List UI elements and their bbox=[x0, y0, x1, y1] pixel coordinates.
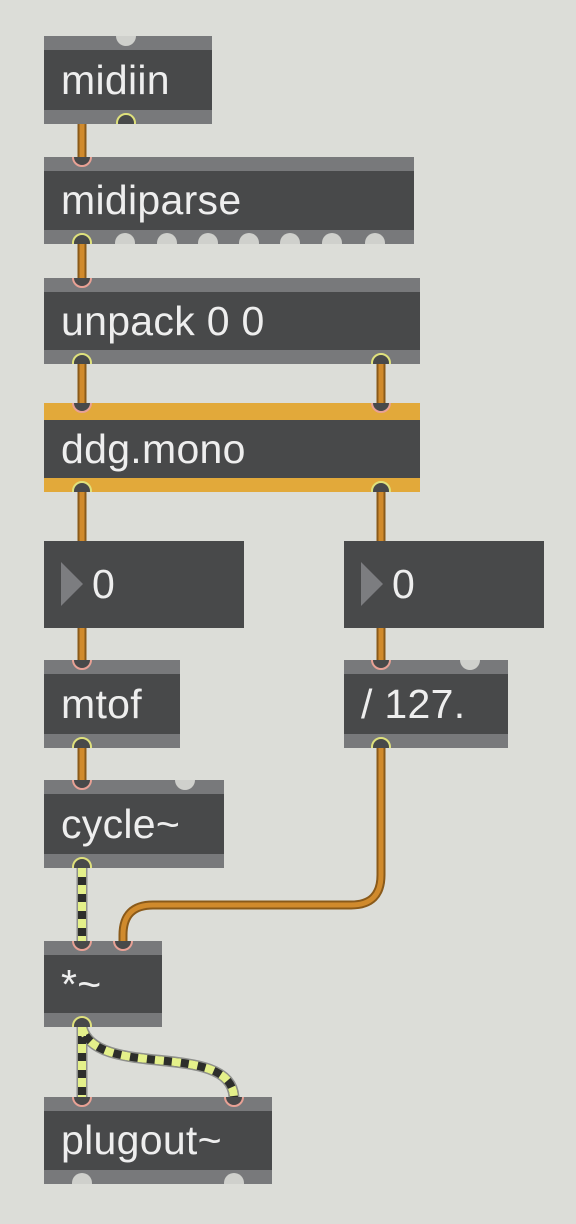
object-bottom-bar bbox=[344, 734, 508, 748]
outlet-icon[interactable] bbox=[370, 353, 392, 364]
object-top-bar bbox=[44, 157, 414, 171]
outlet-icon[interactable] bbox=[71, 1173, 93, 1184]
outlet-icon[interactable] bbox=[364, 233, 386, 244]
outlet-icon[interactable] bbox=[156, 233, 178, 244]
object-bottom-bar bbox=[44, 350, 420, 364]
outlet-icon[interactable] bbox=[370, 481, 392, 492]
outlet-icon[interactable] bbox=[71, 233, 93, 244]
outlet-icon[interactable] bbox=[197, 233, 219, 244]
object-label: *~ bbox=[61, 960, 102, 1007]
inlet-icon[interactable] bbox=[223, 1097, 245, 1108]
inlet-icon[interactable] bbox=[71, 780, 93, 791]
object-label: mtof bbox=[61, 680, 142, 727]
object-top-bar bbox=[44, 278, 420, 292]
outlet-icon[interactable] bbox=[71, 737, 93, 748]
outlet-icon[interactable] bbox=[321, 233, 343, 244]
outlet-icon[interactable] bbox=[223, 1173, 245, 1184]
plugout-object[interactable]: plugout~ bbox=[44, 1097, 272, 1184]
message-cords-fill bbox=[79, 121, 384, 944]
inlet-icon[interactable] bbox=[71, 403, 93, 414]
outlet-icon[interactable] bbox=[71, 481, 93, 492]
outlet-icon[interactable] bbox=[238, 233, 260, 244]
outlet-icon[interactable] bbox=[370, 737, 392, 748]
outlet-icon[interactable] bbox=[71, 1016, 93, 1027]
object-bottom-bar bbox=[44, 1013, 162, 1027]
inlet-icon[interactable] bbox=[112, 941, 134, 952]
object-label: midiin bbox=[61, 56, 170, 103]
midiin-object[interactable]: midiin bbox=[44, 36, 212, 124]
object-label: midiparse bbox=[61, 177, 242, 223]
object-top-bar bbox=[44, 660, 180, 674]
inlet-icon[interactable] bbox=[71, 1097, 93, 1108]
object-label: cycle~ bbox=[61, 800, 181, 847]
multiply-object[interactable]: *~ bbox=[44, 941, 162, 1027]
object-label: ddg.mono bbox=[61, 425, 246, 472]
number-box-left[interactable]: 0 bbox=[44, 541, 244, 628]
outlet-icon[interactable] bbox=[71, 857, 93, 868]
inlet-icon[interactable] bbox=[71, 278, 93, 289]
object-bottom-bar bbox=[44, 1170, 272, 1184]
object-top-bar bbox=[44, 941, 162, 955]
ddg-mono-object[interactable]: ddg.mono bbox=[44, 403, 420, 492]
object-top-bar bbox=[44, 1097, 272, 1111]
unpack-object[interactable]: unpack 0 0 bbox=[44, 278, 420, 364]
number-triangle-icon bbox=[361, 562, 383, 606]
inlet-icon[interactable] bbox=[370, 403, 392, 414]
midiparse-object[interactable]: midiparse bbox=[44, 157, 414, 244]
number-value: 0 bbox=[392, 561, 415, 607]
inlet-icon[interactable] bbox=[71, 941, 93, 952]
inlet-icon[interactable] bbox=[459, 660, 481, 671]
object-label: / 127. bbox=[361, 680, 466, 727]
number-box-right[interactable]: 0 bbox=[344, 541, 544, 628]
inlet-icon[interactable] bbox=[174, 780, 196, 791]
inlet-icon bbox=[115, 36, 137, 47]
object-bottom-bar bbox=[44, 734, 180, 748]
object-top-bar bbox=[344, 660, 508, 674]
inlet-icon[interactable] bbox=[370, 660, 392, 671]
mtof-object[interactable]: mtof bbox=[44, 660, 180, 748]
number-value: 0 bbox=[92, 561, 115, 607]
object-top-bar bbox=[44, 403, 420, 420]
divide-object[interactable]: / 127. bbox=[344, 660, 508, 748]
signal-cords-stripe bbox=[78, 868, 238, 1098]
outlet-icon[interactable] bbox=[279, 233, 301, 244]
inlet-icon[interactable] bbox=[71, 660, 93, 671]
outlet-icon[interactable] bbox=[114, 233, 136, 244]
object-bottom-bar bbox=[44, 230, 414, 244]
cycle-object[interactable]: cycle~ bbox=[44, 780, 224, 868]
inlet-icon[interactable] bbox=[71, 157, 93, 168]
outlet-icon[interactable] bbox=[71, 353, 93, 364]
object-label: plugout~ bbox=[61, 1117, 222, 1163]
number-triangle-icon bbox=[61, 562, 83, 606]
object-bottom-bar bbox=[44, 478, 420, 492]
object-label: unpack 0 0 bbox=[61, 297, 265, 344]
outlet-icon[interactable] bbox=[115, 113, 137, 124]
